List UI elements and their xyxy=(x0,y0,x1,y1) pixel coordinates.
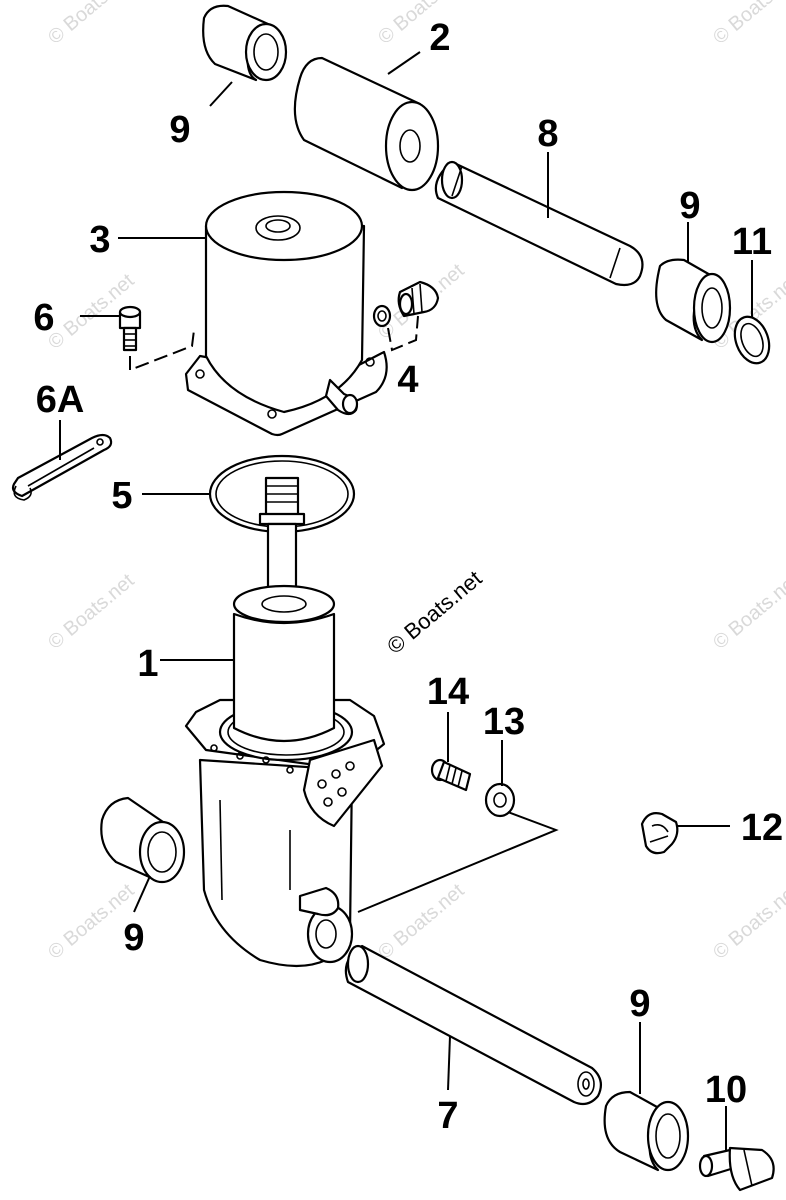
strap-part-6a xyxy=(11,433,113,501)
callout-9-bottom: 9 xyxy=(629,983,650,1025)
snap-ring-part-11 xyxy=(733,315,771,365)
bushing-part-9-right xyxy=(655,258,732,344)
bolt-part-10 xyxy=(698,1146,775,1192)
watermark: © Boats.net xyxy=(709,569,786,653)
callout-8: 8 xyxy=(537,113,558,155)
callout-6: 6 xyxy=(33,297,54,339)
callout-1: 1 xyxy=(137,643,158,685)
bushing-part-9-left xyxy=(100,796,186,884)
motor-part-3 xyxy=(184,190,388,437)
watermark: © Boats.net xyxy=(374,879,469,963)
callout-labels: 1 2 3 4 5 6 6A 7 8 9 9 9 9 10 11 12 13 1… xyxy=(33,17,783,1137)
callout-7: 7 xyxy=(437,1095,458,1137)
leader-part-4 xyxy=(387,315,419,352)
clip-part-12 xyxy=(640,812,679,855)
nut-part-13 xyxy=(484,782,516,818)
watermark: © Boats.net xyxy=(44,0,139,49)
watermark: © Boats.net xyxy=(709,0,786,49)
watermark: © Boats.net xyxy=(374,0,469,49)
watermark: © Boats.net xyxy=(44,569,139,653)
watermark-center: © Boats.net xyxy=(382,566,486,659)
pin-part-7 xyxy=(344,944,603,1106)
bolt-part-14 xyxy=(430,758,472,792)
callout-2: 2 xyxy=(429,17,450,59)
callout-14: 14 xyxy=(427,671,469,713)
callout-9-left: 9 xyxy=(123,917,144,959)
callout-11: 11 xyxy=(732,221,772,263)
pin-part-8 xyxy=(434,160,644,287)
callout-6a: 6A xyxy=(36,379,85,421)
callout-3: 3 xyxy=(89,219,110,261)
cylinder-part-1 xyxy=(184,476,386,968)
callout-5: 5 xyxy=(111,475,132,517)
leader-part-6 xyxy=(129,329,195,372)
bushing-part-9-bottom xyxy=(603,1090,690,1172)
callout-4: 4 xyxy=(397,359,418,401)
bolt-part-6 xyxy=(118,305,142,352)
callout-13: 13 xyxy=(483,701,525,743)
sleeve-part-2 xyxy=(293,56,440,192)
callout-9-top: 9 xyxy=(169,109,190,151)
watermark: © Boats.net xyxy=(709,879,786,963)
callout-9-right: 9 xyxy=(679,185,700,227)
bushing-part-9-top xyxy=(202,4,288,82)
callout-10: 10 xyxy=(705,1069,747,1111)
callout-12: 12 xyxy=(741,807,783,849)
leader-lines xyxy=(59,51,753,1150)
screw-part-4 xyxy=(372,280,440,328)
